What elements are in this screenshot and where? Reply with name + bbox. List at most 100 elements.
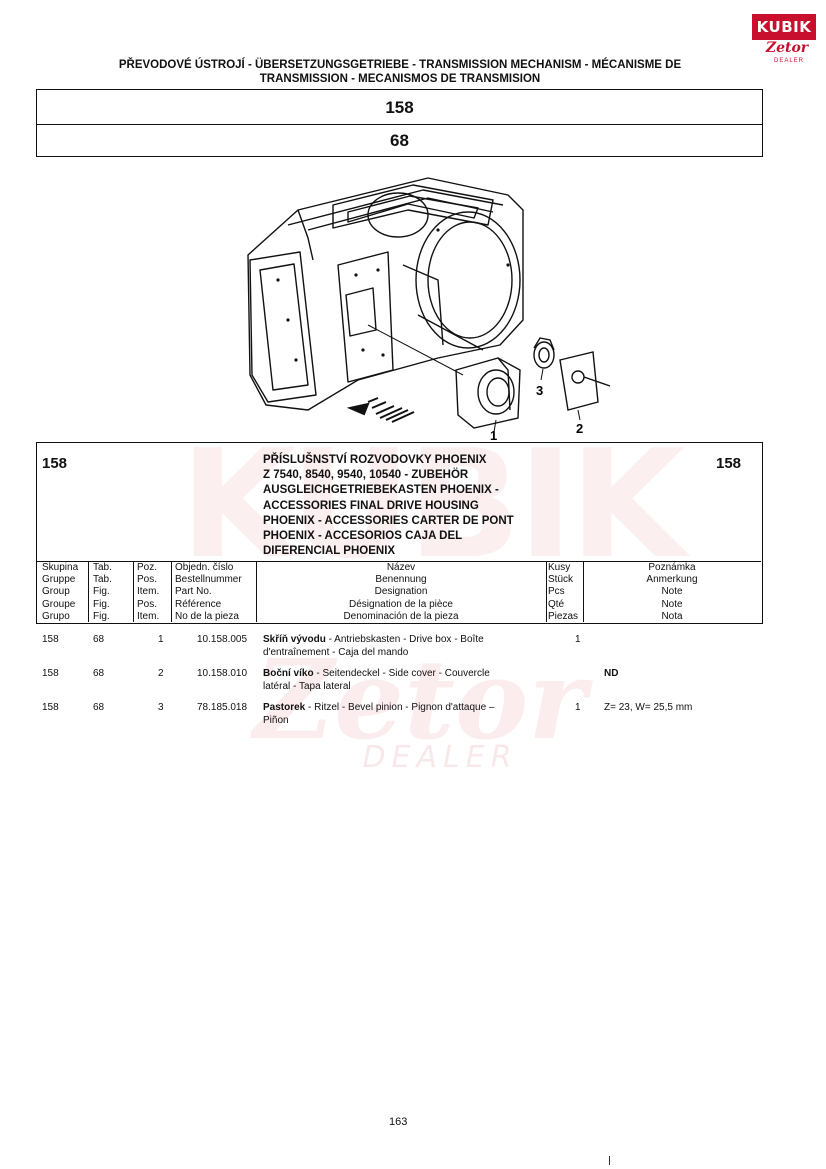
col-header-group: Skupina Gruppe Group Groupe Grupo [42,562,88,622]
col-header-pos: Poz. Pos. Item. Pos. Item. [137,562,171,622]
col-header-qty: Kusy Stück Pcs Qté Piezas [548,562,583,622]
section-description: PŘÍSLUŠNSTVÍ ROZVODOVKY PHOENIX Z 7540, … [263,453,553,559]
description-line: PHOENIX - ACCESORIOS CAJA DEL [263,530,463,543]
description-line: PŘÍSLUŠNSTVÍ ROZVODOVKY PHOENIX [263,454,487,466]
col-header-part: Objedn. číslo Bestellnummer Part No. Réf… [175,562,256,622]
header-text: Název [386,562,416,573]
item-note: Z= 23, W= 25,5 mm [604,702,693,713]
callout-1: 1 [490,428,497,443]
item-name-line2: d'entraînement - Caja del mando [263,647,409,658]
header-text: Designation [374,586,428,598]
item-name-rest: - Ritzel - Bevel pinion - Pignon d'attaq… [305,702,495,713]
section-group-left: 158 [42,455,68,472]
group-number: 158 [37,90,762,125]
part-1-drive-box [455,357,521,429]
header-text: Gruppe [42,574,76,586]
logo-tag: DEALER [774,58,805,64]
item-group: 158 [42,634,59,645]
header-text: Benennung [375,574,427,586]
header-text: Note [661,586,683,598]
parts-table [36,442,763,624]
header-text: Part No. [175,586,212,598]
direction-arrow [346,397,415,423]
header-text: Groupe [42,598,76,610]
item-name-rest: - Antriebskasten - Drive box - Boîte [325,634,484,645]
item-part-no: 10.158.010 [197,668,248,679]
title-line-2: TRANSMISSION - MECANISMOS DE TRANSMISION [259,73,541,85]
part-2-side-cover [559,351,611,411]
header-text: Poznámka [648,562,696,573]
header-text: Objedn. číslo [175,562,234,573]
logo-brand: KUBIK [752,14,816,40]
zetor-watermark: Zetor [253,635,587,764]
item-pos: 3 [158,702,164,713]
header-text: Poz. [137,562,158,573]
col-divider [171,561,172,622]
kubik-watermark: KUBIK [180,418,686,592]
header-text: Fig. [93,586,110,598]
header-text: Bestellnummer [175,574,242,586]
header-text: Qté [548,598,565,610]
item-tab: 68 [93,702,105,713]
callout-2: 2 [576,421,583,436]
title-line-1: PŘEVODOVÉ ÚSTROJÍ - ÜBERSETZUNGSGETRIEBE… [118,59,682,71]
header-text: No de la pieza [175,610,239,622]
page-number: 163 [389,1116,408,1128]
item-name-rest: - Seitendeckel - Side cover - Couvercle [313,668,490,679]
col-header-name: Název Benennung Designation Désignation … [256,562,546,622]
description-line: DIFERENCIAL PHOENIX [263,545,396,558]
header-text: Denominación de la pieza [343,610,459,622]
item-part-no: 10.158.005 [197,634,248,645]
item-name-bold: Pastorek [263,702,306,713]
scan-mark [609,1156,610,1165]
item-name: Skříň vývodu - Antriebskasten - Drive bo… [263,634,484,647]
header-text: Item. [137,586,160,598]
col-divider [546,561,547,622]
item-name-line2: Piñon [263,715,289,726]
kubik-zetor-logo: KUBIK Zetor DEALER [752,14,816,68]
description-line: AUSGLEICHGETRIEBEKASTEN PHOENIX - [263,484,499,497]
item-name: Boční víko - Seitendeckel - Side cover -… [263,668,490,681]
description-line: Z 7540, 8540, 9540, 10540 - ZUBEHÖR [263,469,469,482]
part-3-bevel-pinion [533,337,555,369]
header-text: Kusy [548,562,571,573]
item-tab: 68 [93,634,105,645]
col-divider [133,561,134,622]
header-text: Pos. [137,598,158,610]
header-text: Group [42,586,70,598]
item-qty: 1 [575,634,581,645]
item-part-no: 78.185.018 [197,702,248,713]
col-header-note: Poznámka Anmerkung Note Note Nota [583,562,761,622]
header-text: Désignation de la pièce [349,598,453,610]
page-title: PŘEVODOVÉ ÚSTROJÍ - ÜBERSETZUNGSGETRIEBE… [60,58,740,86]
header-divider [36,561,761,562]
item-tab: 68 [93,668,105,679]
exploded-parts-drawing: 1 2 3 [247,177,611,443]
group-table-header: 158 68 [36,89,763,157]
header-text: Tab. [93,574,112,586]
header-text: Tab. [93,562,112,573]
header-text: Pos. [137,574,158,586]
header-text: Piezas [548,610,579,622]
item-pos: 1 [158,634,164,645]
item-group: 158 [42,702,59,713]
description-line: PHOENIX - ACCESSORIES CARTER DE PONT [263,514,514,527]
item-group: 158 [42,668,59,679]
item-pos: 2 [158,668,164,679]
item-name-bold: Skříň vývodu [263,634,326,645]
item-name-line2: latéral - Tapa lateral [263,681,351,692]
header-text: Fig. [93,598,110,610]
dealer-watermark: DEALER [362,740,518,775]
header-text: Skupina [42,562,79,573]
col-divider [583,561,584,622]
header-text: Anmerkung [646,574,698,586]
header-text: Grupo [42,610,70,622]
table-row: 158 68 2 10.158.010 Boční víko - Seitend… [0,668,826,696]
col-divider [88,561,89,622]
header-text: Item. [137,610,160,622]
item-note: ND [604,668,619,679]
item-name: Pastorek - Ritzel - Bevel pinion - Pigno… [263,702,495,715]
table-number: 68 [390,131,409,150]
housing-outline [247,177,524,411]
callout-3: 3 [536,383,543,398]
